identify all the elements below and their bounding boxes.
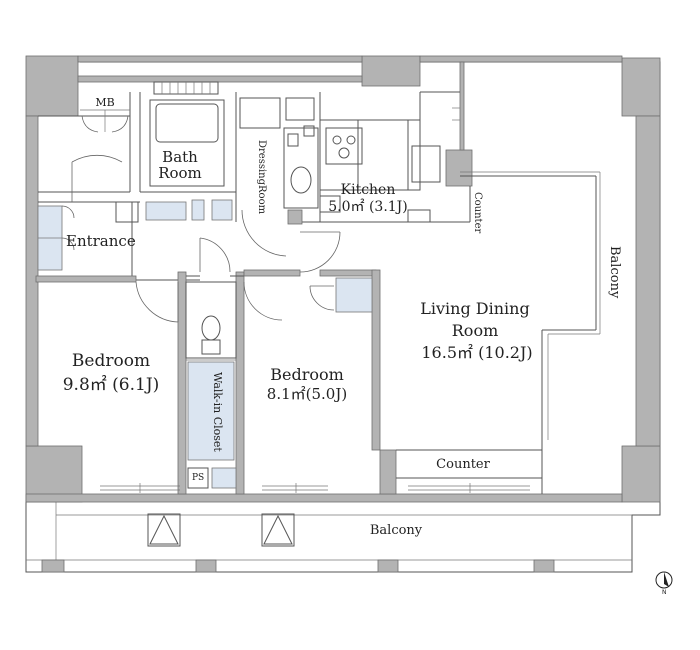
closet-bedroom2: [335, 277, 373, 313]
bedroom1-label: Bedroom: [71, 351, 151, 371]
balcony-label-right: Balcony: [607, 246, 622, 299]
vent-markers: [147, 513, 295, 547]
kitchen-label: Kitchen: [340, 182, 396, 198]
counter-label-bottom: Counter: [436, 457, 490, 472]
living-dining-area: 16.5㎡ (10.2J): [421, 343, 533, 362]
counter-label-vertical: Counter: [472, 192, 483, 234]
exterior-walls: [25, 55, 661, 503]
entrance-label: Entrance: [66, 232, 136, 250]
bedroom2-area: 8.1㎡(5.0J): [266, 385, 348, 403]
bedroom2-label: Bedroom: [270, 365, 344, 384]
walkin-closet-label: Walk-in Closet: [211, 372, 224, 452]
balcony-label-bottom: Balcony: [369, 523, 423, 538]
bedroom1-area: 9.8㎡ (6.1J): [62, 375, 160, 395]
ps-label: PS: [192, 473, 205, 483]
columns: [25, 55, 661, 503]
windows: [100, 107, 530, 493]
dressing-fixtures: [283, 125, 319, 225]
dressing-room-label: DressingRoom: [256, 140, 267, 215]
living-dining-label-line1: Living Dining: [420, 299, 530, 318]
compass-icon: [655, 571, 673, 589]
kitchen-area: 5.0㎡ (3.1J): [328, 199, 408, 215]
meter-box: [80, 109, 130, 133]
bath-room-label-line2: Room: [158, 164, 202, 182]
compass-n-label: N: [662, 589, 667, 596]
interior-walls: [35, 91, 601, 495]
walkin-area: [185, 281, 237, 489]
mb-label: MB: [95, 96, 115, 109]
kitchen-fixtures: [319, 119, 441, 223]
bath-room-label-line1: Bath: [162, 148, 198, 166]
bath-fixtures: [149, 81, 315, 187]
living-dining-label-line2: Room: [451, 321, 499, 340]
entrance-fixtures: [37, 154, 233, 271]
doors: [135, 209, 341, 323]
